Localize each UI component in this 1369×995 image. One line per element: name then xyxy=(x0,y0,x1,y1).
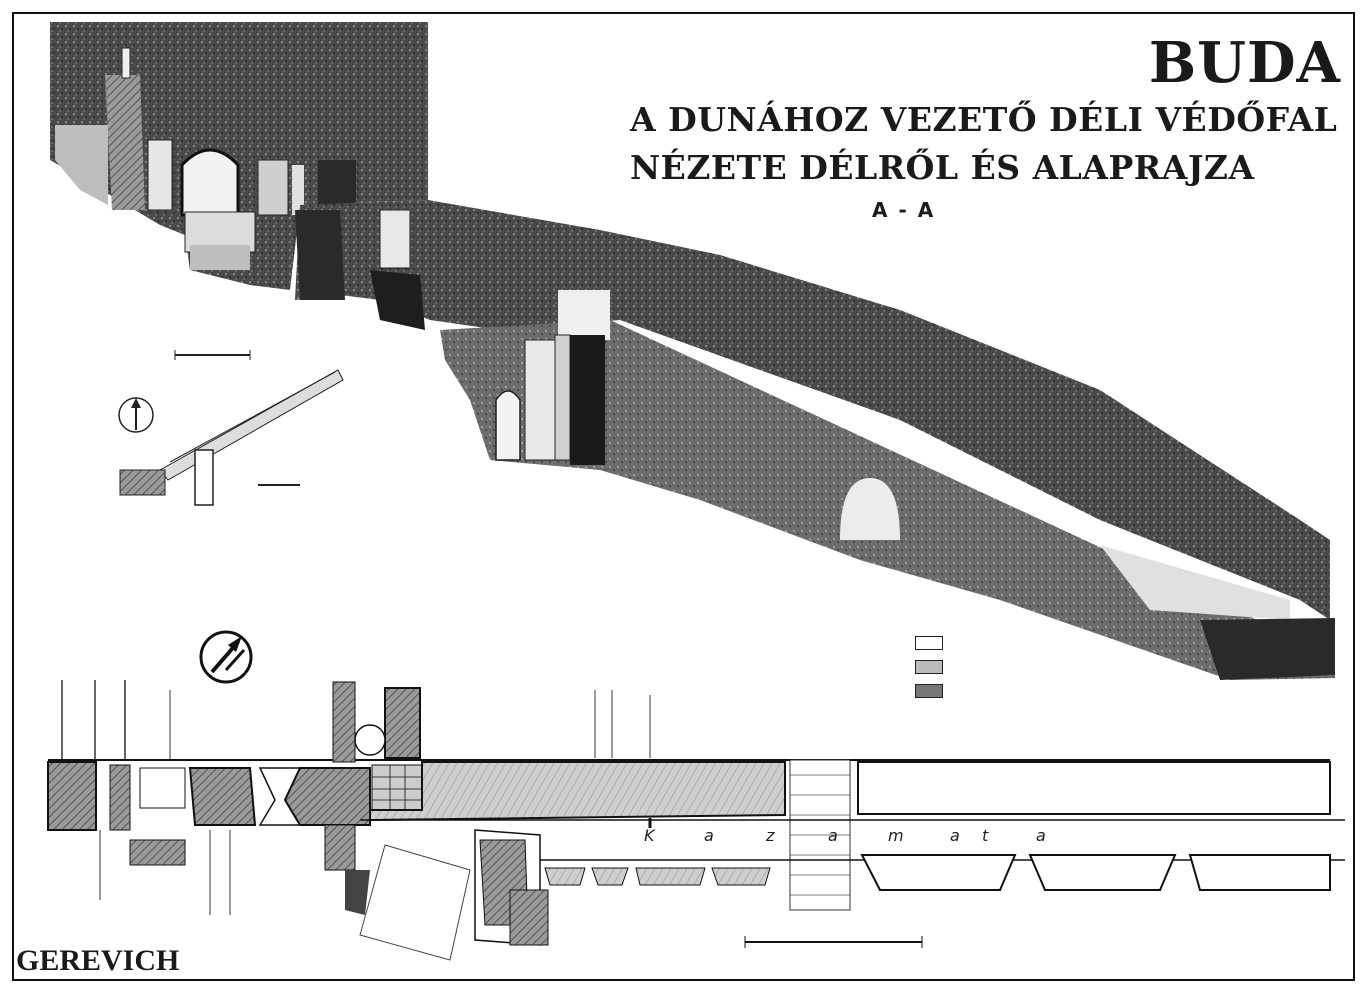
author-signature: GEREVICH xyxy=(16,944,180,977)
title-line-1: A DUNÁHOZ VEZETŐ DÉLI VÉDŐFAL xyxy=(630,100,1338,139)
elevation-sloping-wall xyxy=(295,200,1335,680)
plan-scale-bar xyxy=(744,936,923,948)
ground-plan xyxy=(47,680,1345,961)
plan-label-letter: K xyxy=(644,826,655,845)
north-arrow-icon xyxy=(199,630,253,684)
plan-label-letter: a xyxy=(828,826,838,845)
sheet-border xyxy=(12,12,1355,981)
plan-label-letter: m xyxy=(888,826,904,845)
plan-label-letter: z xyxy=(766,826,775,845)
section-label: A - A xyxy=(872,198,936,222)
plan-label-letter: a xyxy=(704,826,714,845)
elevation-tower xyxy=(50,22,428,290)
plan-label-letter: a xyxy=(950,826,960,845)
title-main: BUDA xyxy=(1148,30,1341,96)
title-line-2: NÉZETE DÉLRŐL ÉS ALAPRAJZA xyxy=(630,148,1255,187)
legend-swatch-1 xyxy=(915,636,1115,654)
key-plan xyxy=(118,350,344,506)
legend-swatch-2 xyxy=(915,660,1115,678)
plan-label-letter: t xyxy=(982,826,989,845)
legend-swatch-3 xyxy=(915,684,1115,702)
plan-label-letter: a xyxy=(1036,826,1046,845)
